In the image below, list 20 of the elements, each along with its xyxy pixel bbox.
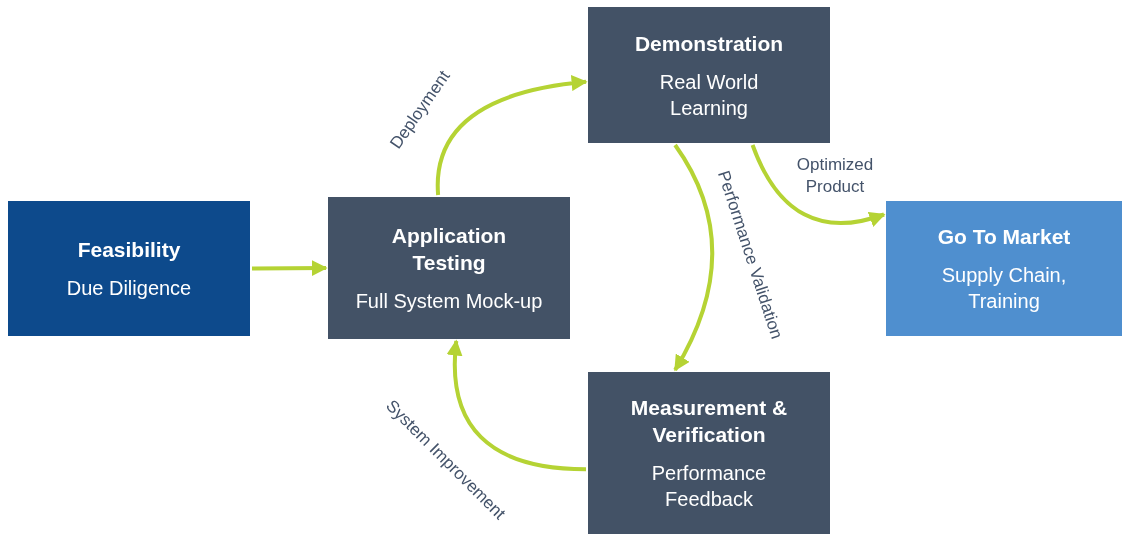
process-box: [8, 201, 250, 336]
curved-arrow: [252, 260, 328, 277]
box-heading: Go To Market: [937, 224, 1071, 250]
curved-arrow: [673, 143, 715, 372]
curved-arrow: [750, 144, 886, 227]
box-heading: Feasibility: [77, 237, 181, 263]
process-box: [328, 197, 570, 339]
process-box: [588, 7, 830, 143]
box-text: Performance Feedback: [650, 461, 768, 512]
box-text: Due Diligence: [66, 276, 192, 301]
curved-arrow: [447, 339, 587, 472]
box-heading: Application Testing: [390, 223, 508, 276]
box-heading: Measurement & Verification: [629, 395, 789, 448]
process-box: [588, 372, 830, 534]
box-heading: Demonstration: [634, 30, 784, 57]
box-text: Full System Mock-up: [355, 289, 543, 314]
box-text: Real World Learning: [658, 69, 760, 121]
box-text: Supply Chain, Training: [940, 263, 1068, 314]
curved-arrow: [435, 75, 588, 196]
process-box: [886, 201, 1122, 336]
